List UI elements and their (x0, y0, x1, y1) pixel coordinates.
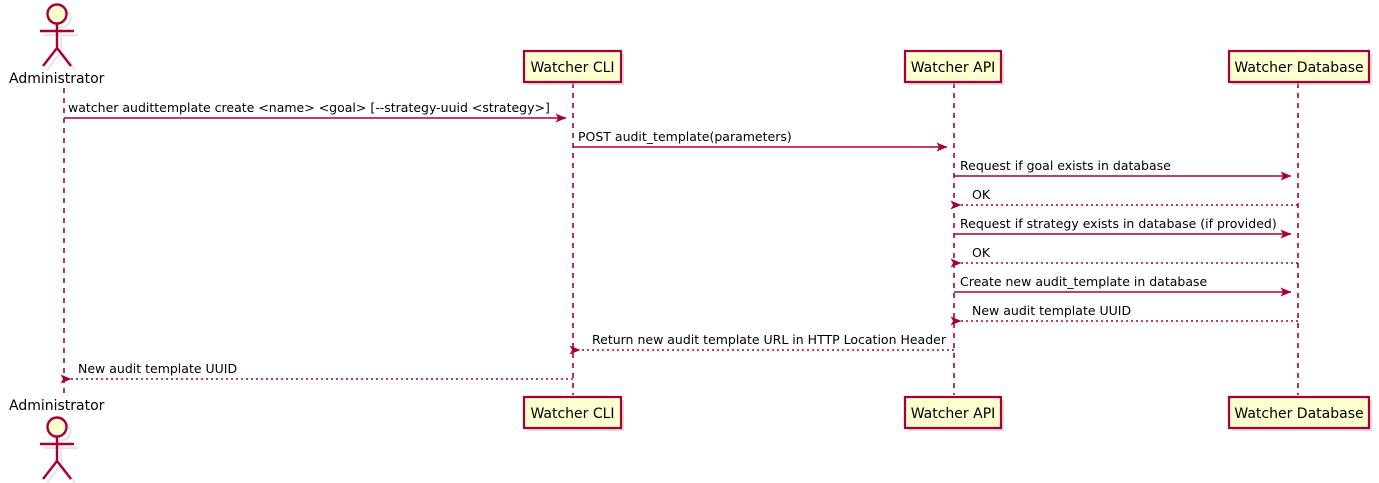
participant-box-watcher-cli-top[interactable]: Watcher CLI (522, 49, 624, 85)
lifelines (63, 83, 1299, 396)
participant-box-watcher-database-bottom[interactable]: Watcher Database (1227, 395, 1372, 431)
message-1[interactable]: watcher audittemplate create <name> <goa… (64, 100, 567, 123)
message-label-10: New audit template UUID (78, 361, 237, 376)
message-label-8: New audit template UUID (972, 303, 1131, 318)
participant-label-watcher-database-top: Watcher Database (1234, 60, 1363, 76)
participant-label-watcher-database-bottom: Watcher Database (1234, 406, 1363, 422)
message-7[interactable]: Create new audit_template in database (954, 274, 1292, 297)
participant-label-watcher-api-top: Watcher API (911, 60, 996, 76)
message-5[interactable]: Request if strategy exists in database (… (954, 216, 1292, 239)
actor-label-administrator-top: Administrator (9, 71, 105, 87)
message-label-1: watcher audittemplate create <name> <goa… (68, 100, 550, 115)
message-2[interactable]: POST audit_template(parameters) (573, 129, 948, 152)
message-3[interactable]: Request if goal exists in database (954, 158, 1292, 181)
actor-head-icon (46, 3, 68, 25)
actor-leg-left (42, 47, 58, 67)
message-9[interactable]: Return new audit template URL in HTTP Lo… (569, 332, 954, 355)
participant-label-watcher-api-bottom: Watcher API (911, 406, 996, 422)
participant-label-watcher-cli-top: Watcher CLI (530, 60, 614, 76)
actor-administrator-bottom[interactable]: Administrator (9, 398, 105, 483)
message-4[interactable]: OK (950, 187, 1298, 210)
actor-head-icon (46, 416, 68, 438)
message-label-6: OK (972, 245, 991, 260)
message-label-5: Request if strategy exists in database (… (960, 216, 1277, 231)
participant-box-watcher-api-top[interactable]: Watcher API (903, 49, 1004, 85)
actor-leg-right (56, 47, 72, 67)
message-label-7: Create new audit_template in database (960, 274, 1207, 289)
message-label-2: POST audit_template(parameters) (578, 129, 792, 144)
participant-box-watcher-cli-bottom[interactable]: Watcher CLI (522, 395, 624, 431)
actor-label-administrator-bottom: Administrator (9, 398, 105, 414)
message-label-3: Request if goal exists in database (960, 158, 1171, 173)
message-label-4: OK (972, 187, 991, 202)
participant-box-watcher-api-bottom[interactable]: Watcher API (903, 395, 1004, 431)
participant-label-watcher-cli-bottom: Watcher CLI (530, 406, 614, 422)
message-10[interactable]: New audit template UUID (60, 361, 573, 384)
participant-box-watcher-database-top[interactable]: Watcher Database (1227, 49, 1372, 85)
actor-leg-right (56, 460, 72, 480)
message-8[interactable]: New audit template UUID (950, 303, 1298, 326)
actor-leg-left (42, 460, 58, 480)
actor-administrator-top[interactable]: Administrator (9, 3, 105, 88)
message-6[interactable]: OK (950, 245, 1298, 268)
message-label-9: Return new audit template URL in HTTP Lo… (592, 332, 947, 347)
